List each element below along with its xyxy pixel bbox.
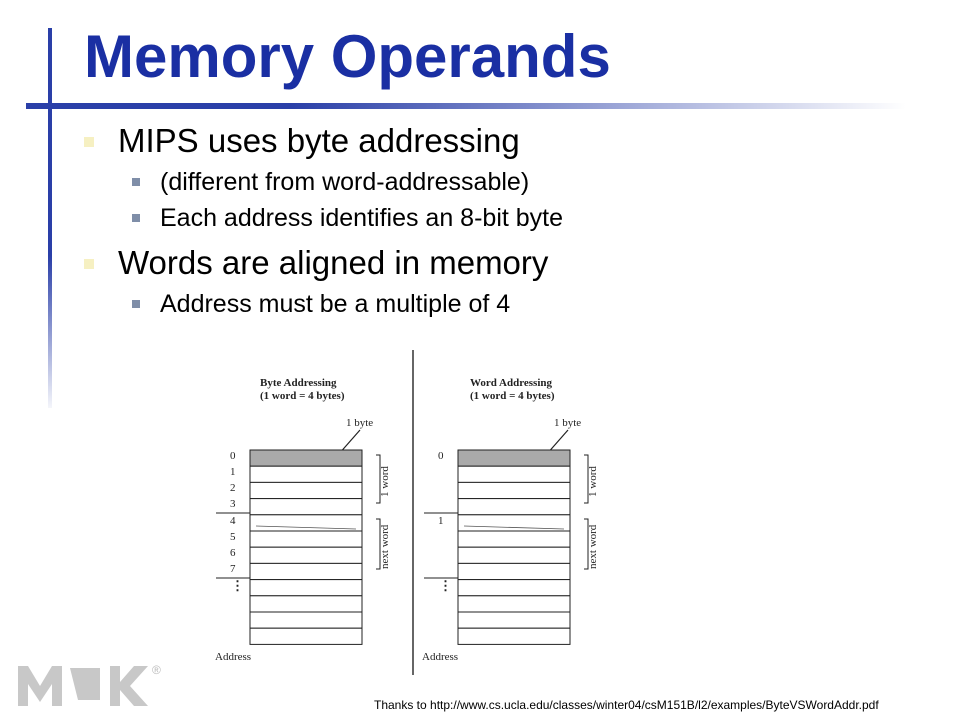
memory-cell [457,627,571,645]
next-word-brace [376,518,381,570]
registered-mark: ® [152,663,161,677]
sub-bullet-marker [132,300,140,308]
word-brace [584,454,589,504]
sub-bullet-item: Address must be a multiple of 4 [82,286,902,322]
bullet-item: Words are aligned in memory [82,240,902,286]
word-brace [376,454,381,504]
axis-label: Address [215,651,251,663]
bullet-text: Words are aligned in memory [118,244,549,281]
sub-bullet-marker [132,214,140,222]
memory-cell-highlighted [249,449,363,467]
memory-cell [249,465,363,483]
brace-label: 1 word [379,466,391,497]
accent-vertical-bar [48,28,52,408]
memory-cell [457,481,571,500]
mk-logo-icon: ® [18,663,161,706]
memory-cell [457,579,571,597]
word-boundary-mark [255,525,357,530]
memory-cell [249,579,363,597]
memory-cells [249,449,363,645]
memory-cell [457,498,571,516]
slide-title: Memory Operands [84,23,611,90]
memory-cell [457,562,571,581]
memory-cell [249,562,363,581]
word-boundary-mark [463,525,565,530]
sub-bullet-text: (different from word-addressable) [160,168,530,196]
sub-bullet-text: Address must be a multiple of 4 [160,290,511,318]
address-label: 2 [230,482,236,494]
address-label: 4 [230,515,236,527]
sub-bullet-item: Each address identifies an 8-bit byte [82,200,902,236]
address-label: 1 [230,466,236,478]
memory-cell [249,595,363,613]
pointer-label: 1 byte [554,417,581,429]
memory-cells [457,449,571,645]
memory-cell [457,465,571,483]
brace-label: 1 word [587,466,599,497]
accent-horizontal-bar [26,103,906,109]
panel-subtitle: (1 word = 4 bytes) [470,390,555,402]
memory-cell [249,627,363,645]
panel-title: Byte Addressing [260,377,337,389]
memory-cell [457,530,571,548]
ellipsis-label: ⋮ [231,578,244,593]
address-label: 3 [230,498,236,510]
memory-cell [249,611,363,629]
brace-label: next word [379,524,391,569]
pointer-label: 1 byte [346,417,373,429]
panel-subtitle: (1 word = 4 bytes) [260,390,345,402]
memory-cell [457,611,571,629]
memory-cell [249,498,363,516]
memory-cell [249,481,363,500]
bullet-marker [84,137,94,147]
source-credit: Thanks to http://www.cs.ucla.edu/classes… [374,698,879,712]
address-label: 0 [438,450,444,462]
address-label: 7 [230,563,236,575]
memory-cell-highlighted [457,449,571,467]
next-word-brace [584,518,589,570]
sub-bullet-marker [132,178,140,186]
address-label: 6 [230,547,236,559]
panel-title: Word Addressing [470,377,553,389]
bullet-marker [84,259,94,269]
sub-bullet-text: Each address identifies an 8-bit byte [160,204,564,232]
memory-cell [457,546,571,564]
word-addressing-panel: Word Addressing (1 word = 4 bytes) 1 byt… [422,377,599,663]
addressing-diagram: Byte Addressing (1 word = 4 bytes) 1 byt… [215,350,599,675]
axis-label: Address [422,651,458,663]
memory-cell [249,546,363,564]
address-label: 1 [438,515,444,527]
memory-cell [457,595,571,613]
bullet-text: MIPS uses byte addressing [118,122,520,159]
byte-addressing-panel: Byte Addressing (1 word = 4 bytes) 1 byt… [215,377,391,663]
address-label: 5 [230,531,236,543]
bullet-item: MIPS uses byte addressing [82,118,902,164]
brace-label: next word [587,524,599,569]
ellipsis-label: ⋮ [439,578,452,593]
sub-bullet-item: (different from word-addressable) [82,164,902,200]
bullet-list: MIPS uses byte addressing (different fro… [82,118,902,322]
memory-cell [249,530,363,548]
address-label: 0 [230,450,236,462]
